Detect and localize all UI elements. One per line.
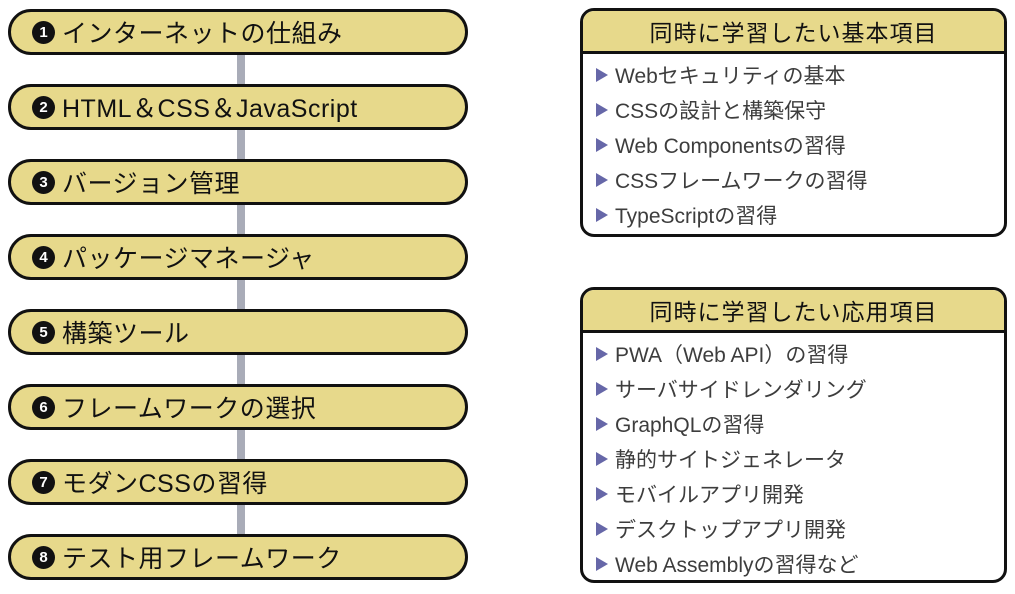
list-item-label: 静的サイトジェネレータ (615, 448, 846, 472)
list-item: Webセキュリティの基本 (596, 57, 1004, 92)
list-item: デスクトップアプリ開発 (596, 511, 1004, 546)
triangle-right-icon (596, 172, 608, 187)
list-item: CSSの設計と構築保守 (596, 92, 1004, 127)
step-number-badge: 8 (32, 545, 55, 569)
triangle-right-icon (596, 346, 608, 361)
list-item: Web Componentsの習得 (596, 127, 1004, 162)
step-label: HTML＆CSS＆JavaScript (62, 95, 358, 123)
flow-connector-line (237, 28, 245, 556)
triangle-right-icon (596, 207, 608, 222)
triangle-right-icon (596, 486, 608, 501)
step-number-badge: 5 (32, 320, 55, 344)
flow-step: 2 HTML＆CSS＆JavaScript (8, 84, 468, 130)
list-item: TypeScriptの習得 (596, 197, 1004, 232)
step-number-badge: 3 (32, 170, 55, 194)
list-item: CSSフレームワークの習得 (596, 162, 1004, 197)
triangle-right-icon (596, 451, 608, 466)
step-label: フレームワークの選択 (62, 395, 317, 423)
list-item-label: Web Assemblyの習得など (615, 553, 859, 577)
list-item-label: サーバサイドレンダリング (615, 378, 867, 402)
triangle-right-icon (596, 381, 608, 396)
triangle-right-icon (596, 102, 608, 117)
triangle-right-icon (596, 137, 608, 152)
list-item: 静的サイトジェネレータ (596, 441, 1004, 476)
list-item-label: デスクトップアプリ開発 (615, 518, 846, 542)
triangle-right-icon (596, 416, 608, 431)
step-label: モダンCSSの習得 (62, 470, 268, 498)
flow-step: 8 テスト用フレームワーク (8, 534, 468, 580)
panel-basic-title: 同時に学習したい基本項目 (583, 11, 1004, 54)
step-label: 構築ツール (62, 320, 190, 348)
panel-basic-items: 同時に学習したい基本項目 Webセキュリティの基本 CSSの設計と構築保守 We… (580, 8, 1007, 237)
list-item-label: GraphQLの習得 (615, 413, 765, 437)
triangle-right-icon (596, 556, 608, 571)
list-item-label: TypeScriptの習得 (615, 204, 778, 228)
list-item: PWA（Web API）の習得 (596, 336, 1004, 371)
panel-advanced-list: PWA（Web API）の習得 サーバサイドレンダリング GraphQLの習得 … (583, 333, 1004, 580)
step-number-badge: 7 (32, 470, 55, 494)
step-label: パッケージマネージャ (62, 245, 315, 273)
list-item-label: CSSの設計と構築保守 (615, 99, 827, 123)
flow-step: 6 フレームワークの選択 (8, 384, 468, 430)
step-number-badge: 2 (32, 95, 55, 119)
step-number-badge: 1 (32, 20, 55, 44)
flow-step: 4 パッケージマネージャ (8, 234, 468, 280)
panel-advanced-items: 同時に学習したい応用項目 PWA（Web API）の習得 サーバサイドレンダリン… (580, 287, 1007, 583)
flow-step: 7 モダンCSSの習得 (8, 459, 468, 505)
triangle-right-icon (596, 67, 608, 82)
list-item: Web Assemblyの習得など (596, 546, 1004, 580)
flow-step: 3 バージョン管理 (8, 159, 468, 205)
flow-step: 5 構築ツール (8, 309, 468, 355)
list-item-label: モバイルアプリ開発 (615, 483, 804, 507)
learning-flow: 1 インターネットの仕組み 2 HTML＆CSS＆JavaScript 3 バー… (8, 9, 468, 580)
step-number-badge: 6 (32, 395, 55, 419)
step-label: バージョン管理 (62, 170, 241, 198)
list-item-label: CSSフレームワークの習得 (615, 169, 868, 193)
panel-basic-list: Webセキュリティの基本 CSSの設計と構築保守 Web Componentsの… (583, 54, 1004, 232)
list-item-label: Web Componentsの習得 (615, 134, 846, 158)
list-item-label: PWA（Web API）の習得 (615, 343, 849, 367)
flow-step: 1 インターネットの仕組み (8, 9, 468, 55)
step-label: テスト用フレームワーク (62, 545, 342, 573)
panel-advanced-title: 同時に学習したい応用項目 (583, 290, 1004, 333)
list-item: モバイルアプリ開発 (596, 476, 1004, 511)
list-item: GraphQLの習得 (596, 406, 1004, 441)
list-item: サーバサイドレンダリング (596, 371, 1004, 406)
step-label: インターネットの仕組み (62, 20, 343, 48)
list-item-label: Webセキュリティの基本 (615, 64, 846, 88)
triangle-right-icon (596, 521, 608, 536)
step-number-badge: 4 (32, 245, 55, 269)
